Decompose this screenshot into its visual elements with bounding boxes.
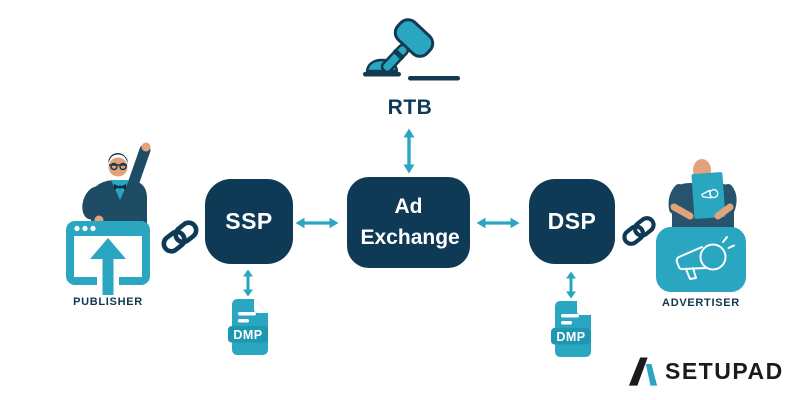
gavel-icon [354, 12, 466, 94]
chain-link-icon [160, 217, 200, 257]
publisher-label: PUBLISHER [73, 296, 143, 308]
dmp-right-label: DMP [556, 330, 585, 344]
advertiser-label: ADVERTISER [662, 297, 740, 309]
megaphone-icon [656, 227, 746, 292]
dmp-left-label: DMP [233, 328, 262, 342]
arrow-ssp-dmp [241, 269, 255, 297]
setupad-logo-mark [628, 356, 658, 387]
browser-upload-icon [64, 219, 152, 297]
ad-exchange-label: Ad Exchange [360, 195, 460, 249]
dsp-node: DSP [529, 179, 615, 264]
setupad-logo-text: SETUPAD [665, 358, 784, 384]
ssp-node: SSP [205, 179, 293, 264]
dmp-file-icon: DMP [547, 299, 595, 359]
dsp-label: DSP [547, 208, 597, 234]
advertiser-person-illustration [660, 145, 750, 233]
dmp-file-icon: DMP [224, 297, 272, 357]
chain-link-icon [621, 213, 657, 249]
arrow-rtb-adexchange [401, 128, 417, 174]
setupad-logo: SETUPAD [628, 356, 784, 387]
arrow-adexchange-dsp [476, 216, 520, 230]
publisher-person-illustration [73, 140, 168, 230]
arrow-dsp-dmp [564, 271, 578, 299]
rtb-label: RTB [387, 96, 433, 119]
arrow-ssp-adexchange [295, 216, 339, 230]
ssp-label: SSP [225, 208, 273, 234]
ad-exchange-node: Ad Exchange [347, 177, 470, 268]
